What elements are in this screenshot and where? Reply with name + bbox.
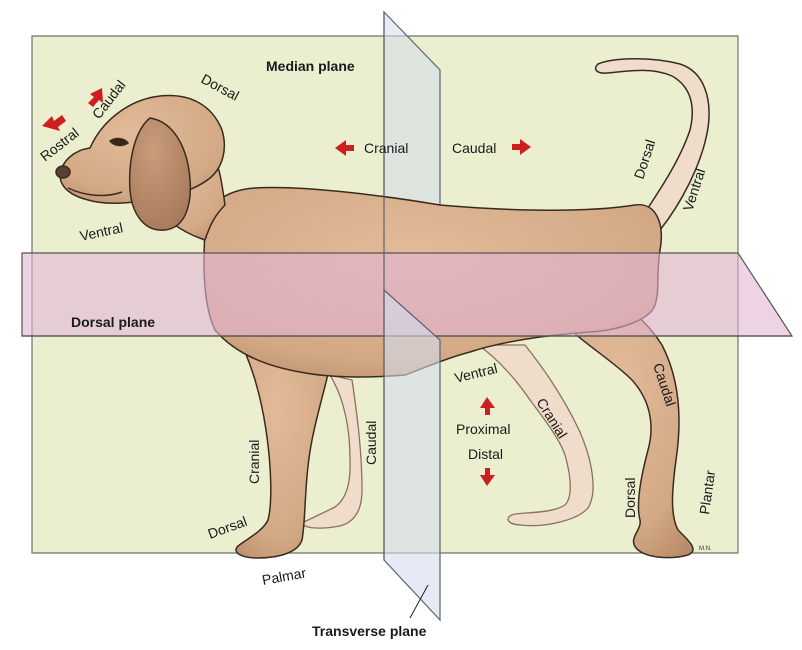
caudal-head-arrow-icon <box>88 88 103 107</box>
rostral-arrow-icon <box>42 115 66 131</box>
proximal-arrow-icon <box>480 397 495 415</box>
dorsal-hindpaw-label: Dorsal <box>622 478 638 518</box>
cranial-foreleg-label: Cranial <box>246 440 262 484</box>
transverse-plane-leader <box>409 584 429 619</box>
transverse-plane-lower <box>383 288 441 622</box>
proximal-label: Proximal <box>456 421 510 437</box>
median-plane-label: Median plane <box>266 58 355 74</box>
artist-signature: M.N. <box>699 546 712 552</box>
dorsal-plane-label: Dorsal plane <box>71 314 155 330</box>
cranial-arrow-icon <box>335 140 354 156</box>
palmar-label: Palmar <box>261 564 308 588</box>
caudal-center-label: Caudal <box>452 140 496 156</box>
cranial-center-label: Cranial <box>364 140 408 156</box>
plantar-label: Plantar <box>696 469 718 515</box>
far-side-limbs <box>302 344 594 529</box>
distal-label: Distal <box>468 446 503 462</box>
caudal-arrow-icon <box>512 139 531 155</box>
direction-arrows <box>42 88 531 486</box>
transverse-plane-label: Transverse plane <box>312 623 427 639</box>
caudal-foreleg-label: Caudal <box>363 421 379 465</box>
distal-arrow-icon <box>480 468 495 486</box>
